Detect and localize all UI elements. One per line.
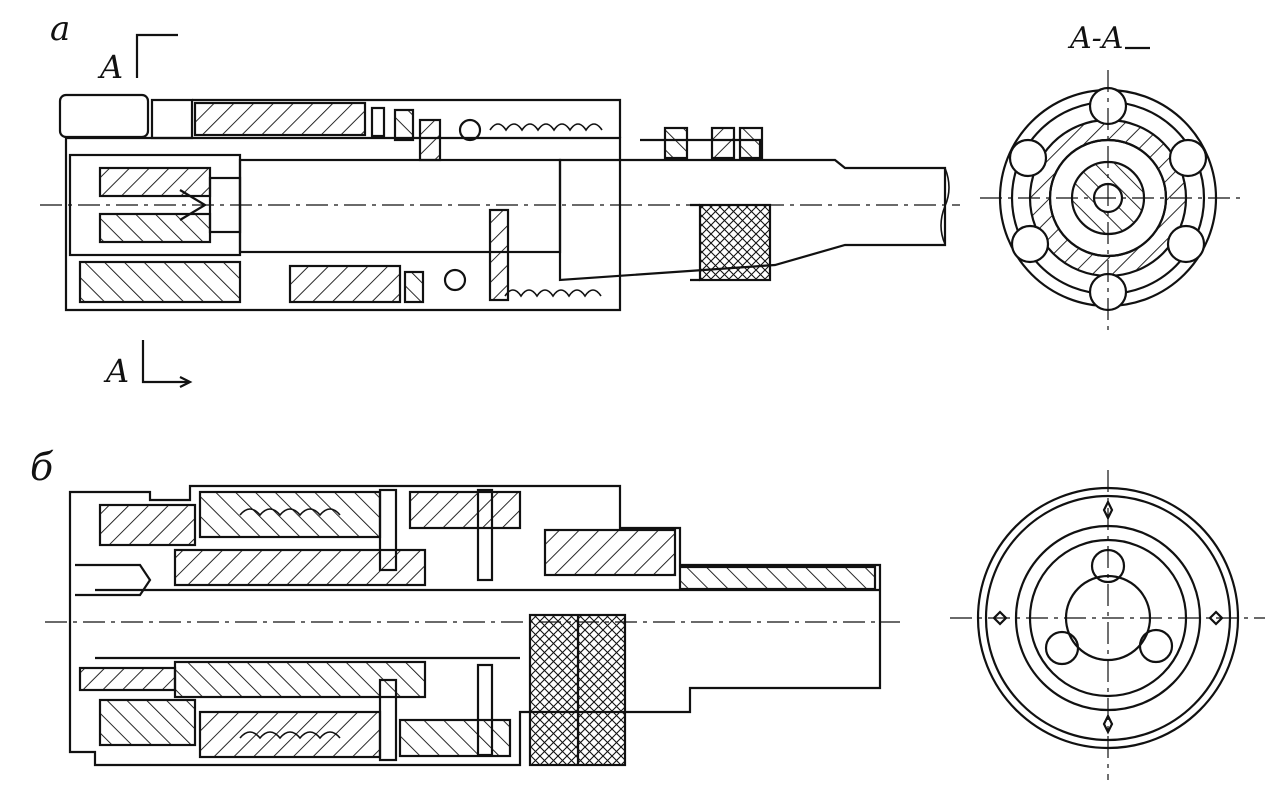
label-view-a: a (50, 9, 70, 49)
view-a-section (40, 93, 960, 312)
section-marker-bottom (141, 340, 193, 388)
view-b-section (45, 484, 900, 767)
section-a-a-view (980, 46, 1240, 330)
section-marker-top (135, 33, 178, 78)
label-section-title: A-A (1067, 21, 1123, 56)
label-view-b: б (30, 445, 54, 489)
end-view-b (950, 470, 1265, 780)
label-section-mark-top: A (97, 48, 123, 86)
label-section-mark-bottom: A (103, 352, 129, 390)
